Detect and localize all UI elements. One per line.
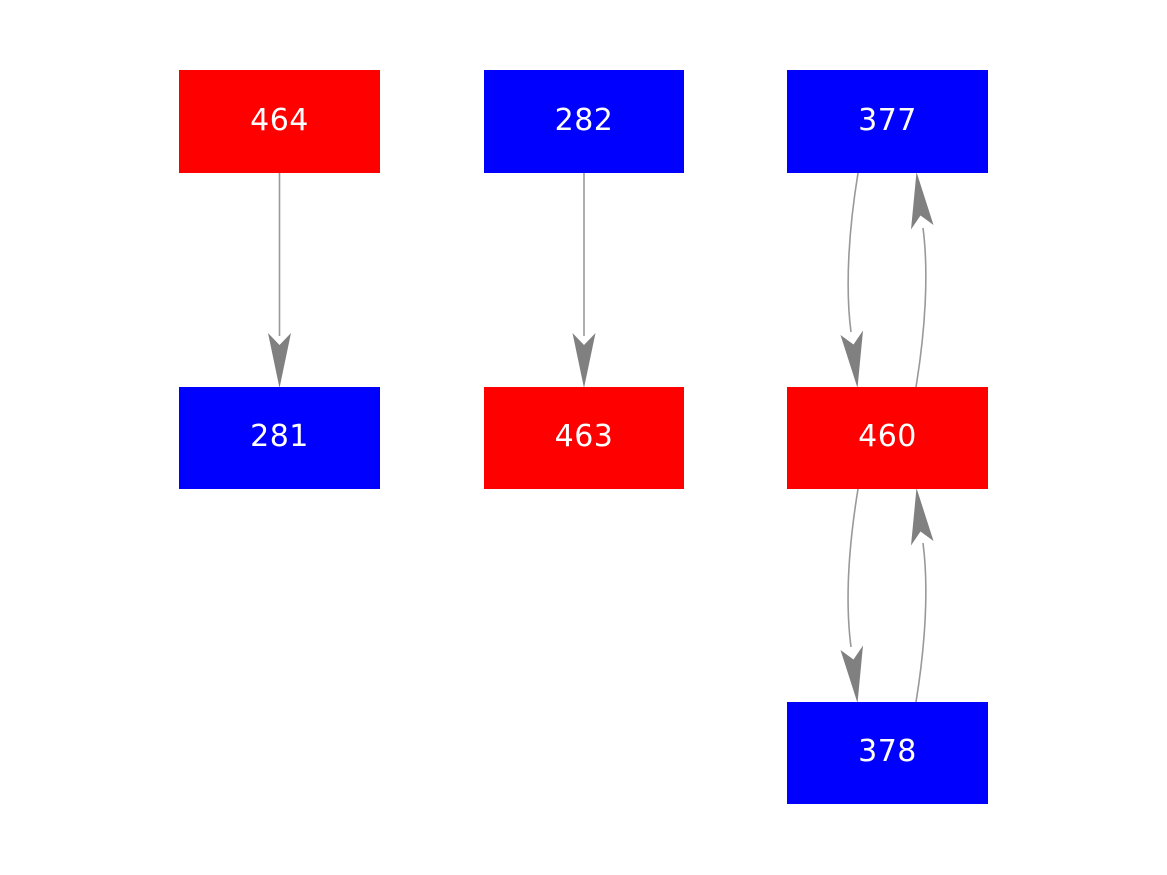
node-label: 281 xyxy=(250,419,309,454)
node-label: 282 xyxy=(554,102,614,138)
node-460[interactable]: 460 xyxy=(787,387,988,489)
node-281[interactable]: 281 xyxy=(179,387,380,489)
edge-460-378 xyxy=(840,488,863,703)
node-282[interactable]: 282 xyxy=(484,70,684,173)
edge-378-460 xyxy=(911,488,934,703)
node-378[interactable]: 378 xyxy=(787,702,988,804)
node-377[interactable]: 377 xyxy=(787,70,988,173)
node-label: 460 xyxy=(858,419,917,454)
edge-282-463 xyxy=(572,173,596,388)
edge-377-460 xyxy=(840,172,863,388)
node-label: 463 xyxy=(554,419,614,454)
node-464[interactable]: 464 xyxy=(179,70,380,173)
node-label: 377 xyxy=(858,102,917,138)
edge-464-281 xyxy=(268,173,291,388)
node-label: 378 xyxy=(858,734,917,769)
node-label: 464 xyxy=(250,102,309,138)
edge-460-377 xyxy=(911,172,934,388)
node-463[interactable]: 463 xyxy=(484,387,684,489)
